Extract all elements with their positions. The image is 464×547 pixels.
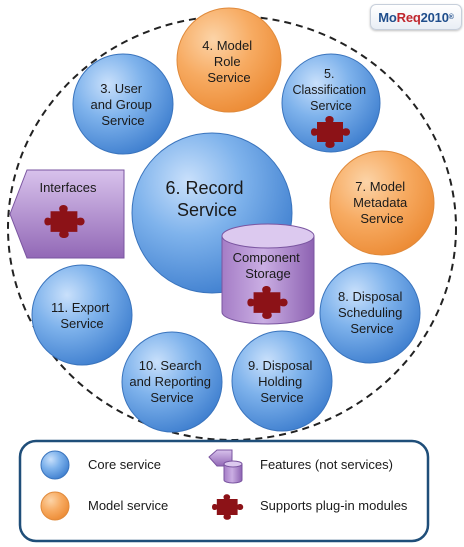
user-group-label-1: 3. User [100, 81, 143, 96]
logo-part-mo: Mo [378, 9, 397, 25]
model-metadata-label-3: Service [360, 211, 403, 226]
classification-label-3: Service [310, 99, 352, 113]
model-metadata-label-1: 7. Model [355, 179, 405, 194]
legend-core-label: Core service [88, 457, 161, 472]
svg-text:4. Model Role Serv: 4. Model Role Service [202, 38, 256, 85]
svg-text:10. Search and Reporting: 10. Search and Reporting Service [129, 358, 214, 405]
legend-model-swatch [40, 491, 70, 521]
disposal-scheduling-service: 8. Disposal Scheduling Service [319, 262, 421, 364]
svg-text:7. Model Metadata: 7. Model Metadata Service [353, 179, 411, 226]
search-reporting-label-1: 10. Search [139, 358, 202, 373]
legend-plugin-label: Supports plug-in modules [260, 498, 408, 513]
record-label-2: Service [177, 200, 237, 220]
svg-text:8. Disposal Scheduling: 8. Disposal Scheduling Service [338, 289, 406, 336]
legend-model-label: Model service [88, 498, 168, 513]
legend-core-swatch [40, 450, 70, 480]
user-group-service: 3. User and Group Service [72, 53, 174, 155]
disposal-holding-label-2: Holding [258, 374, 302, 389]
disposal-holding-label-1: 9. Disposal [248, 358, 312, 373]
model-metadata-service: 7. Model Metadata Service [329, 150, 435, 256]
logo-trademark: ® [448, 13, 454, 21]
export-label-2: Service [60, 316, 103, 331]
search-reporting-label-2: and Reporting [129, 374, 211, 389]
disposal-scheduling-label-1: 8. Disposal [338, 289, 402, 304]
classification-label-2: Classification [292, 83, 366, 97]
svg-text:5. Classification: 5. Classification Service [292, 67, 369, 113]
legend: Core service Model service Features (not… [18, 439, 430, 543]
disposal-scheduling-label-3: Service [350, 321, 393, 336]
search-reporting-label-3: Service [150, 390, 193, 405]
interfaces-label: Interfaces [39, 180, 97, 195]
user-group-label-2: and Group [90, 97, 151, 112]
legend-features-label: Features (not services) [260, 457, 393, 472]
model-role-label-2: Role [214, 54, 241, 69]
svg-text:3. User and Group: 3. User and Group Service [90, 81, 155, 128]
disposal-scheduling-label-2: Scheduling [338, 305, 402, 320]
svg-text:Component Storage: Component Storage [233, 250, 304, 281]
component-storage-label-2: Storage [245, 266, 291, 281]
model-role-service: 4. Model Role Service [176, 7, 282, 113]
export-label-1: 11. Export [51, 300, 110, 315]
disposal-holding-service: 9. Disposal Holding Service [231, 330, 333, 432]
logo-part-year: 2010 [420, 9, 449, 25]
export-service: 11. Export Service [31, 264, 133, 366]
model-metadata-label-2: Metadata [353, 195, 408, 210]
classification-service: 5. Classification Service [281, 53, 381, 153]
user-group-label-3: Service [101, 113, 144, 128]
model-role-label-1: 4. Model [202, 38, 252, 53]
legend-feature-swatch [208, 449, 243, 484]
svg-text:6. Record Service: 6. Record Service [165, 178, 248, 220]
svg-text:9. Disposal Holding: 9. Disposal Holding Service [248, 358, 316, 405]
svg-text:Interfaces: Interfaces [39, 180, 97, 195]
disposal-holding-label-3: Service [260, 390, 303, 405]
component-storage-label-1: Component [233, 250, 301, 265]
record-label-1: 6. Record [165, 178, 243, 198]
model-role-label-3: Service [207, 70, 250, 85]
svg-text:11. Export Service: 11. Export Service [51, 300, 113, 331]
interfaces-feature: Interfaces [9, 169, 125, 259]
search-reporting-service: 10. Search and Reporting Service [121, 331, 223, 433]
component-storage-feature: Component Storage [221, 223, 315, 325]
classification-label-1: 5. [324, 67, 334, 81]
logo-part-req: Req [396, 9, 421, 25]
